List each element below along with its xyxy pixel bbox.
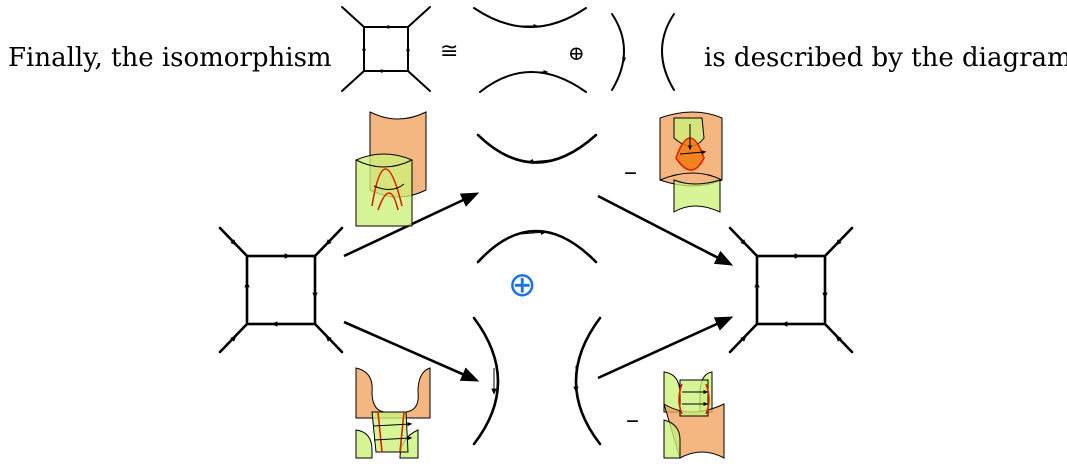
foam-lower-right xyxy=(663,371,725,459)
arrow-bottom-to-right xyxy=(597,316,734,380)
caption-prefix: Finally, the isomorphism xyxy=(8,43,332,73)
foam-upper-right xyxy=(659,111,723,213)
caption-square-web xyxy=(341,6,431,92)
left-square-web xyxy=(218,226,344,354)
caption-plus-symbol: ⊕ xyxy=(568,41,585,65)
right-square-web xyxy=(728,226,854,354)
arrow-top-to-right xyxy=(597,194,734,266)
caption-iso-symbol: ≅ xyxy=(440,39,458,64)
middle-horizontal-arcs xyxy=(476,133,598,264)
foam-upper-left xyxy=(355,111,427,227)
caption-vertical-arcs xyxy=(611,13,675,91)
upper-right-sign: – xyxy=(624,157,637,187)
middle-vertical-arcs xyxy=(472,316,602,446)
caption-horizontal-arcs xyxy=(473,7,587,93)
lower-right-sign: – xyxy=(626,405,639,435)
caption-suffix: is described by the diagram xyxy=(704,43,1067,73)
direct-sum-symbol: ⊕ xyxy=(508,265,537,305)
arrow-left-to-bottom xyxy=(343,320,480,382)
foam-lower-left xyxy=(355,367,431,459)
